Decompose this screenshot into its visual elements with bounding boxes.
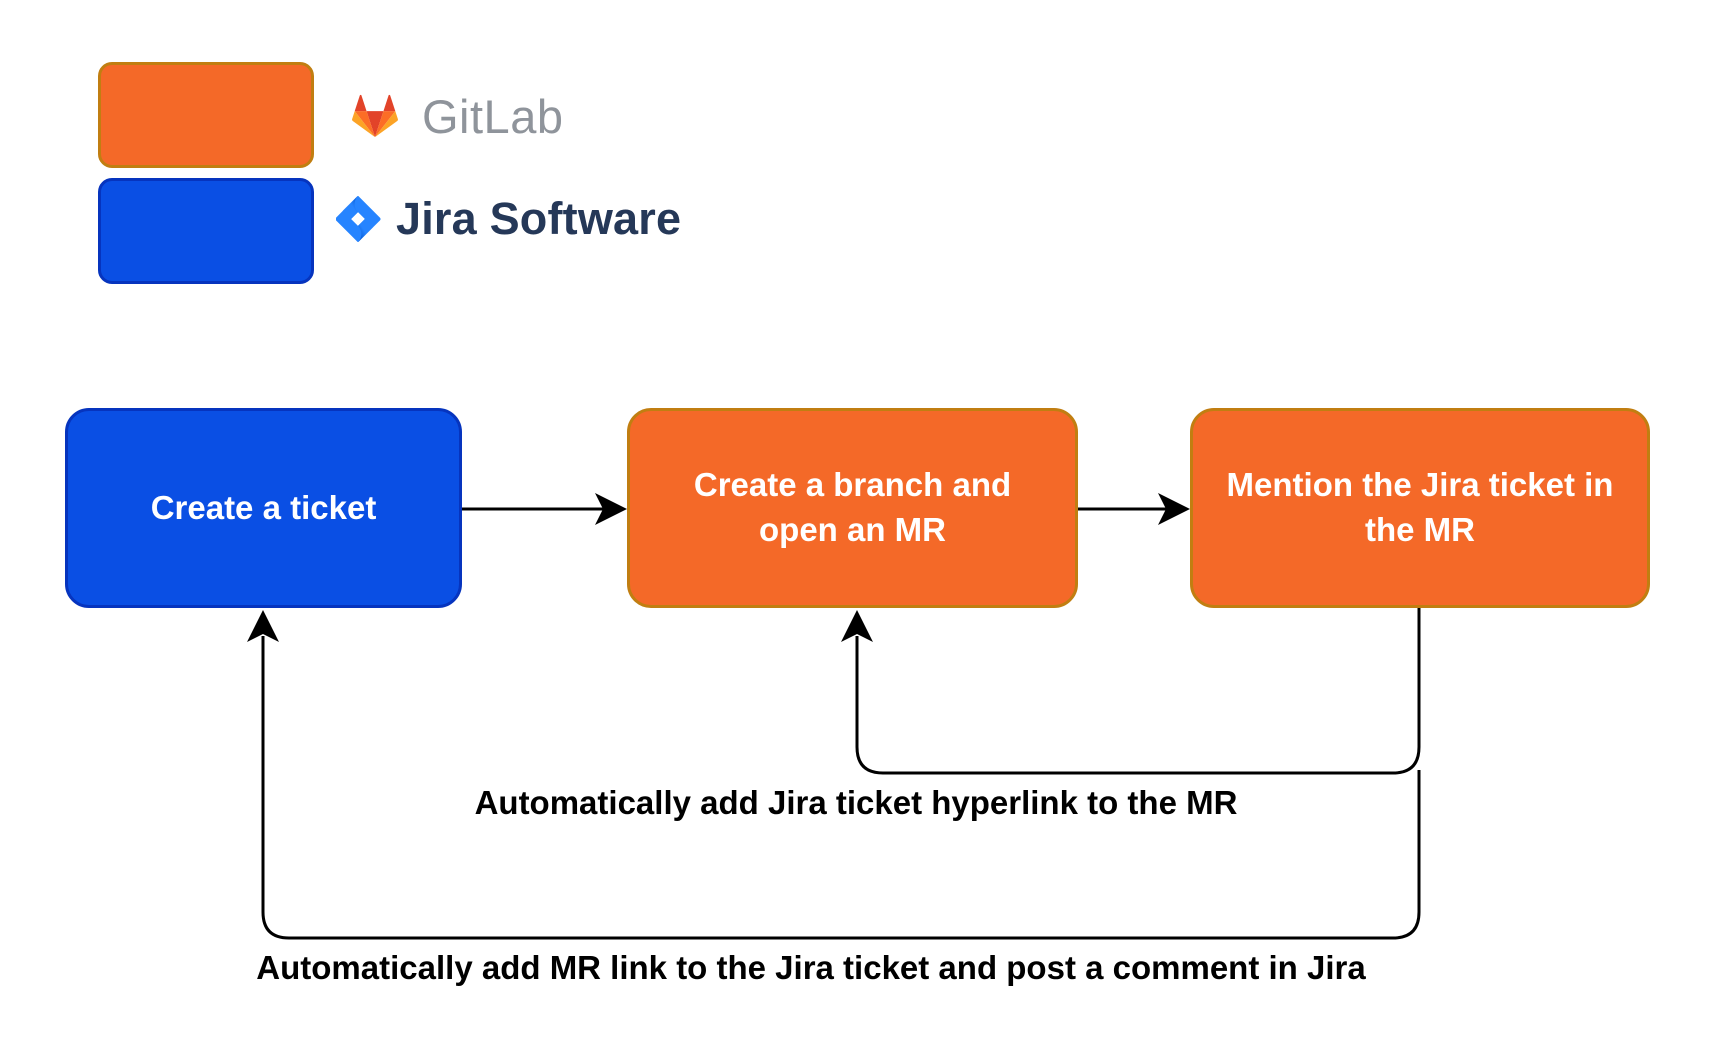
- inner-loop-label: Automatically add Jira ticket hyperlink …: [474, 784, 1238, 821]
- gitlab-color-swatch: [98, 62, 314, 168]
- jira-brand: Jira Software: [336, 192, 681, 246]
- node-mention-jira-ticket: Mention the Jira ticket in the MR: [1190, 408, 1650, 608]
- arrowhead-mention-to-ticket: [247, 610, 279, 642]
- arrowhead-branch-to-mention: [1158, 493, 1190, 525]
- jira-wordmark: Jira Software: [396, 193, 682, 244]
- node-create-ticket-label: Create a ticket: [150, 488, 377, 526]
- arrowhead-mention-to-branch: [841, 610, 873, 642]
- node-mention-jira-ticket-label: Mention the Jira ticket in the MR: [1226, 466, 1614, 548]
- jira-logo-icon: [336, 196, 381, 242]
- gitlab-logo-icon: [352, 94, 398, 138]
- gitlab-brand: GitLab: [334, 78, 563, 154]
- edge-mention-to-branch-loop: [855, 608, 1421, 775]
- node-create-branch-open-mr: Create a branch and open an MR: [627, 408, 1078, 608]
- outer-loop-label: Automatically add MR link to the Jira ti…: [256, 949, 1366, 986]
- node-create-branch-open-mr-label: Create a branch and open an MR: [693, 466, 1012, 548]
- arrowhead-ticket-to-branch: [595, 493, 627, 525]
- node-create-ticket: Create a ticket: [65, 408, 462, 608]
- jira-color-swatch: [98, 178, 314, 284]
- gitlab-wordmark: GitLab: [422, 89, 564, 143]
